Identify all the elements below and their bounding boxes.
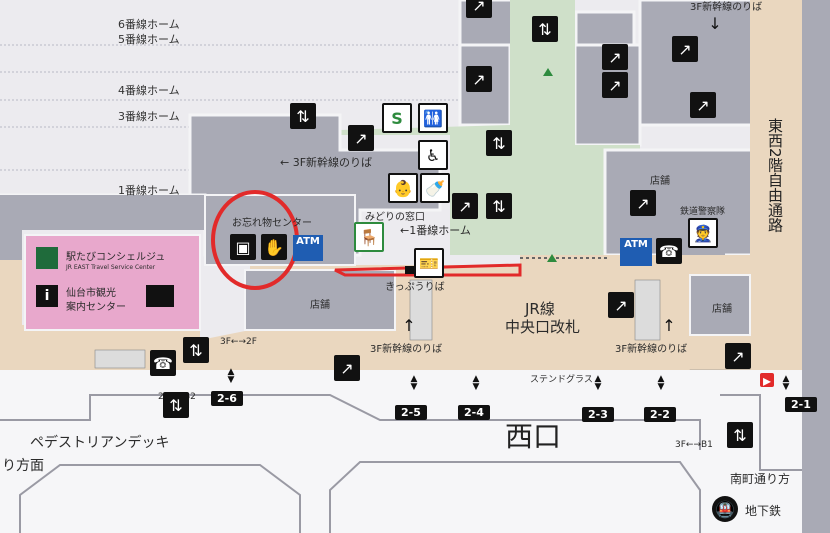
track-label-1: 1番線ホーム <box>118 184 180 197</box>
up-arrow-icon-2: ↑ <box>662 315 676 335</box>
shinkansen-left-text: 3F新幹線のりば <box>292 156 373 169</box>
ticket-machine-icon: 🎫 <box>414 248 444 278</box>
elevator-icon-3: ⇅ <box>486 193 512 219</box>
phone-icon-2: ☎ <box>150 350 176 376</box>
shinkansen-bottom2: 3F新幹線のりば <box>615 344 688 355</box>
updown-arrow-icon: ▲▼ <box>410 374 418 392</box>
atm-icon: ATM <box>293 235 323 261</box>
escalator-icon-right3: ↗ <box>630 190 656 216</box>
shop-label-3: 店舗 <box>712 304 732 315</box>
updown-arrow-icon: ▲▼ <box>594 374 602 392</box>
escalator-icon-right2: ↗ <box>690 92 716 118</box>
atm-icon-2: ATM <box>620 238 652 266</box>
updown-arrow-icon: ▲▼ <box>657 374 665 392</box>
red-exit-marker-icon: ▸ <box>760 371 774 390</box>
concierge-en-label: JR EAST Travel Service Center <box>66 264 156 271</box>
escalator-icon-concourse2: ↗ <box>608 292 634 318</box>
escalator-icon-top2: ↗ <box>466 66 492 92</box>
kippu-label: きっぷうりば <box>385 282 445 293</box>
elevator-icon-2: ⇅ <box>486 130 512 156</box>
police-label: 鉄道警察隊 <box>680 207 726 217</box>
tourist-info-label-1: 仙台市観光 <box>66 288 116 299</box>
restroom-icon: ♿ <box>418 140 448 170</box>
escalator-icon-concourse3: ↗ <box>725 343 751 369</box>
lost-found-label: お忘れ物センター <box>232 218 312 229</box>
platform1-label: ←1番線ホーム <box>400 224 471 237</box>
ticket-office-icon: 🪑 <box>354 222 384 252</box>
escalator-icon-right1: ↗ <box>672 36 698 62</box>
jr-line-label: JR線 <box>525 300 555 318</box>
track-label-4: 4番線ホーム <box>118 84 180 97</box>
exit-badge: 2-4 <box>458 405 490 420</box>
subway-icon: 🚇 <box>712 496 738 522</box>
track-label-6: 6番線ホーム <box>118 18 180 31</box>
baby-icon: 👶 <box>388 173 418 203</box>
subway-label: 地下鉄 <box>745 504 782 518</box>
updown-arrow-icon: ▲▼ <box>472 374 480 392</box>
track-label-3: 3番線ホーム <box>118 110 180 123</box>
escalator-icon: ↗ <box>348 125 374 151</box>
currency-exchange-icon <box>146 285 174 307</box>
toilet-icon: 🚻 <box>418 103 448 133</box>
direction-right-label: 南町通り方 <box>730 472 791 486</box>
midori-label: みどりの窓口 <box>365 212 425 223</box>
exit-badge: 2-5 <box>395 405 427 420</box>
direction-left-label: り方面 <box>2 458 44 474</box>
lost-found-icon-1: ▣ <box>230 234 256 260</box>
atm-text-2: ATM <box>624 239 648 250</box>
escalator-icon-top3: ↗ <box>602 44 628 70</box>
escalator-icon-top1: ↗ <box>466 0 492 18</box>
free-passage-label: 東西2階自由通路 <box>766 118 784 233</box>
escalator-icon-concourse: ↗ <box>334 355 360 381</box>
floor-3f-2f: 3F←→2F <box>220 337 257 347</box>
tourist-info-label-2: 案内センター <box>66 302 126 313</box>
lost-found-icon-2: ✋ <box>261 234 287 260</box>
track-label-5: 5番線ホーム <box>118 33 180 46</box>
info-icon: i <box>36 285 58 307</box>
police-icon: 👮 <box>688 218 718 248</box>
nursing-icon: 🍼 <box>420 173 450 203</box>
shop-label-2: 店舗 <box>650 176 670 187</box>
exit-badge: 2-2 <box>644 407 676 422</box>
concierge-label: 駅たびコンシェルジュ <box>66 252 166 263</box>
concierge-sign <box>36 247 58 269</box>
up-arrow-icon-top: ↓ <box>708 13 722 33</box>
exit-badge: 2-3 <box>582 407 614 422</box>
updown-arrow-icon: ▲▼ <box>227 367 235 385</box>
elevator-icon-top: ⇅ <box>532 16 558 42</box>
atm-text: ATM <box>296 236 320 247</box>
elevator-icon-lower: ⇅ <box>163 392 189 418</box>
shop-s-icon: S <box>382 103 412 133</box>
west-exit-label: 西口 <box>505 420 562 453</box>
elevator-icon: ⇅ <box>290 103 316 129</box>
pedestrian-deck-label: ペデストリアンデッキ <box>30 435 170 451</box>
exit-badge: 2-6 <box>211 391 243 406</box>
shinkansen-bottom1: 3F新幹線のりば <box>370 344 443 355</box>
platform1-text: 1番線ホーム <box>409 224 471 237</box>
free-passage-text: 東西2階自由通路 <box>766 118 784 233</box>
shinkansen-top-label: 3F新幹線のりば <box>690 2 763 13</box>
escalator-icon-top4: ↗ <box>602 72 628 98</box>
up-arrow-icon-1: ↑ <box>402 315 416 335</box>
exit-badge: 2-1 <box>785 397 817 412</box>
updown-arrow-icon: ▲▼ <box>782 374 790 392</box>
shinkansen-left-label: ← 3F新幹線のりば <box>280 156 373 169</box>
elevator-icon-concourse: ⇅ <box>183 337 209 363</box>
stained-glass-label: ステンドグラス <box>530 375 593 385</box>
escalator-icon-2: ↗ <box>452 193 478 219</box>
floor-3f-b1: 3F←→B1 <box>675 440 713 450</box>
shop-label-1: 店舗 <box>310 300 330 311</box>
elevator-icon-lower2: ⇅ <box>727 422 753 448</box>
central-gate-label: 中央口改札 <box>505 318 581 336</box>
phone-icon: ☎ <box>656 238 682 264</box>
